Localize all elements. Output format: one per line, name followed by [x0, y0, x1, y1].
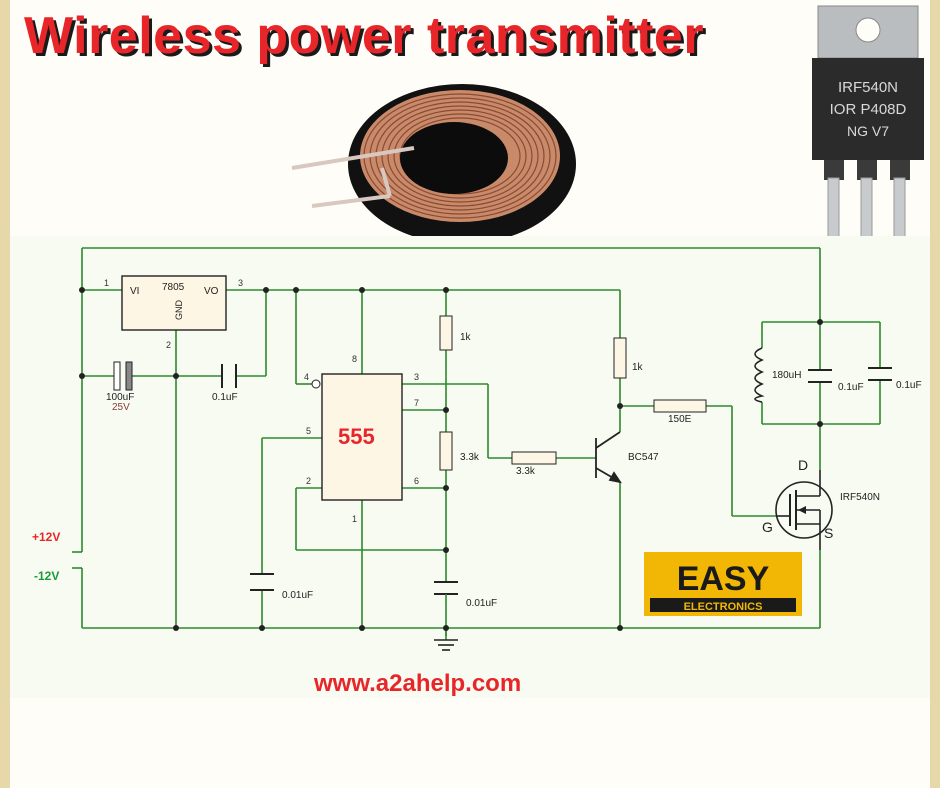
- logo-bottom-text: ELECTRONICS: [684, 601, 763, 613]
- chip-text-3: NG V7: [847, 123, 889, 139]
- page-title: Wireless power transmitter: [24, 7, 705, 65]
- cap-tank1-label: 0.1uF: [838, 382, 864, 393]
- timer-pin1: 1: [352, 514, 357, 524]
- power-pos-label: +12V: [32, 530, 60, 544]
- cap-tank2-label: 0.1uF: [896, 380, 922, 391]
- cap-100uf-label: 100uF: [106, 392, 134, 403]
- r2-label: 3.3k: [460, 452, 480, 463]
- resistor-gate: 150E: [653, 399, 707, 425]
- resistor-r2: 3.3k: [439, 431, 480, 471]
- mosfet-s-label: S: [824, 525, 833, 541]
- cap-ctrl-label: 0.01uF: [282, 590, 313, 601]
- timer-pin3: 3: [414, 372, 419, 382]
- ground-symbol: [434, 639, 458, 651]
- mosfet-g-label: G: [762, 519, 773, 535]
- regulator-7805: VI 7805 VO GND 1 3 2: [104, 275, 243, 350]
- timer-pin5: 5: [306, 426, 311, 436]
- junctions: [79, 287, 823, 631]
- chip-text-1: IRF540N: [838, 79, 898, 96]
- capacitor-control: 0.01uF: [250, 573, 313, 601]
- cap-100uf-voltage: 25V: [112, 402, 130, 413]
- mosfet-d-label: D: [798, 457, 808, 473]
- regulator-pin2: 2: [166, 340, 171, 350]
- timer-name: 555: [338, 424, 375, 449]
- website-url[interactable]: www.a2ahelp.com: [314, 670, 522, 697]
- mosfet-irf540n: D G S IRF540N: [762, 457, 880, 550]
- timer-pin4: 4: [304, 372, 309, 382]
- r-collector-label: 1k: [632, 362, 644, 373]
- capacitor-tank-1: 0.1uF: [808, 369, 864, 393]
- regulator-name: 7805: [162, 282, 185, 293]
- transistor-label: BC547: [628, 452, 659, 463]
- resistor-r1: 1k: [439, 315, 472, 351]
- easy-electronics-logo: EASY ELECTRONICS: [644, 552, 802, 616]
- capacitor-reg-out: 0.1uF: [212, 364, 238, 403]
- coil-illustration: [291, 84, 576, 244]
- capacitor-100uf: 100uF 25V: [106, 361, 134, 413]
- timer-pin8: 8: [352, 354, 357, 364]
- r-gate-label: 150E: [668, 414, 692, 425]
- regulator-gnd: GND: [174, 300, 184, 321]
- resistor-base: 3.3k: [511, 451, 557, 477]
- timer-555: 555 8 4 3 7 5 2 6 1: [304, 354, 419, 524]
- capacitor-tank-2: 0.1uF: [868, 367, 922, 391]
- mosfet-label: IRF540N: [840, 492, 880, 503]
- regulator-pin1: 1: [104, 278, 109, 288]
- transistor-bc547: [595, 431, 622, 484]
- logo-top-text: EASY: [677, 560, 770, 598]
- regulator-pin3: 3: [238, 278, 243, 288]
- capacitor-timing: 0.01uF: [434, 581, 497, 612]
- power-neg-label: -12V: [34, 569, 59, 583]
- timer-pin2: 2: [306, 476, 311, 486]
- timer-pin7: 7: [414, 398, 419, 408]
- cap-reg-label: 0.1uF: [212, 392, 238, 403]
- regulator-vi: VI: [130, 286, 139, 297]
- inductor-label: 180uH: [772, 370, 801, 381]
- regulator-vo: VO: [204, 286, 219, 297]
- chip-text-2: IOR P408D: [830, 101, 907, 118]
- circuit-schematic: VI 7805 VO GND 1 3 2 100uF 25V 0.1uF 555…: [32, 247, 922, 651]
- inductor-180uh: [754, 347, 765, 403]
- timer-pin6: 6: [414, 476, 419, 486]
- r1-label: 1k: [460, 332, 472, 343]
- cap-timing-label: 0.01uF: [466, 598, 497, 609]
- resistor-collector: 1k: [613, 337, 644, 379]
- r-base-label: 3.3k: [516, 466, 536, 477]
